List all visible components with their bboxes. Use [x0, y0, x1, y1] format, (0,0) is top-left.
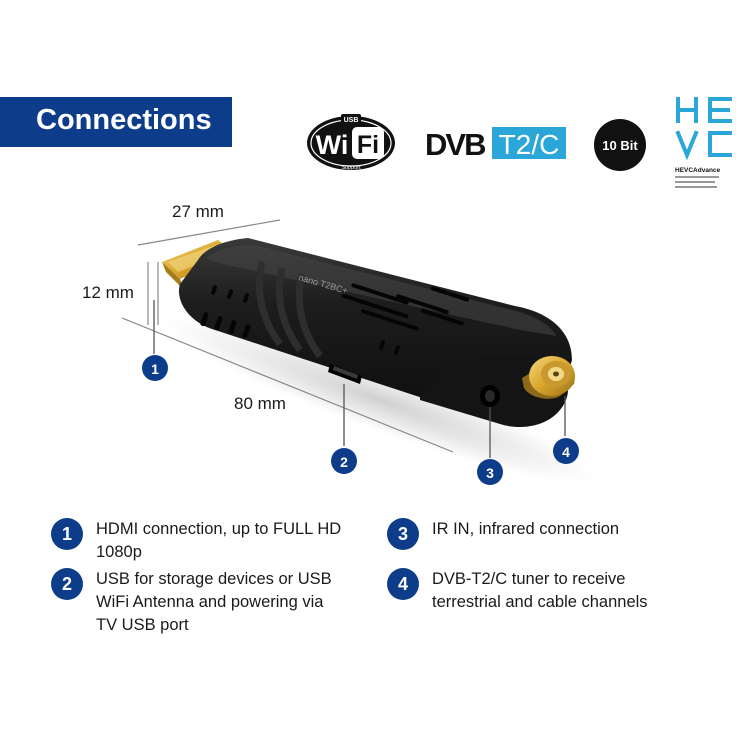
dvb-t2c-logo-icon: DVB T2/C — [425, 127, 566, 161]
marker-2: 2 — [331, 448, 357, 474]
banner-title: Connections — [36, 104, 212, 136]
feature-item-hdmi: 1 HDMI connection, up to FULL HD 1080p — [51, 518, 381, 564]
wifi-main-left: Wi — [316, 130, 349, 160]
grip-rings — [255, 261, 323, 359]
feature-number-badge: 4 — [387, 568, 419, 600]
marker-3: 3 — [477, 459, 503, 485]
marker-1: 1 — [142, 355, 168, 381]
feature-item-tuner: 4 DVB-T2/C tuner to receive terrestrial … — [387, 568, 717, 614]
svg-text:2: 2 — [340, 454, 348, 470]
wifi-usb-logo-icon: USB Wi Fi Support — [307, 114, 395, 171]
length-dimension-label: 80 mm — [234, 394, 286, 413]
svg-text:3: 3 — [486, 465, 494, 481]
feature-number-badge: 1 — [51, 518, 83, 550]
vent-slots — [200, 283, 470, 355]
dvb-left-text: DVB — [425, 127, 485, 161]
wifi-bottom-text: Support — [341, 165, 361, 171]
hevc-caption: HEVCAdvance — [675, 167, 721, 174]
ten-bit-badge: 10 Bit — [594, 119, 646, 171]
feature-text: DVB-T2/C tuner to receive terrestrial an… — [432, 570, 648, 611]
feature-item-ir: 3 IR IN, infrared connection — [387, 518, 717, 550]
feature-number-badge: 2 — [51, 568, 83, 600]
dimension-lines — [121, 219, 454, 453]
feature-text: IR IN, infrared connection — [432, 520, 620, 538]
marker-4: 4 — [553, 438, 579, 464]
ir-port — [480, 385, 500, 407]
connections-banner — [0, 97, 232, 147]
feature-number-badge: 3 — [387, 518, 419, 550]
feature-item-usb: 2 USB for storage devices or USB WiFi An… — [51, 568, 381, 637]
dvb-right-text: T2/C — [499, 129, 560, 160]
antenna-connector — [522, 356, 575, 399]
usb-port — [328, 364, 362, 384]
device-shadow — [163, 316, 597, 484]
height-dimension-label: 12 mm — [82, 283, 134, 302]
wifi-main-right: Fi — [357, 131, 379, 159]
feature-text: USB for storage devices or USB WiFi Ante… — [96, 570, 332, 634]
callout-lines — [153, 300, 566, 458]
hevc-advance-logo-icon: HEVCAdvance — [675, 97, 732, 188]
width-dimension-label: 27 mm — [172, 202, 224, 221]
svg-text:1: 1 — [151, 361, 159, 377]
svg-text:4: 4 — [562, 444, 570, 460]
feature-text: HDMI connection, up to FULL HD 1080p — [96, 520, 342, 561]
wifi-top-text: USB — [344, 117, 359, 124]
